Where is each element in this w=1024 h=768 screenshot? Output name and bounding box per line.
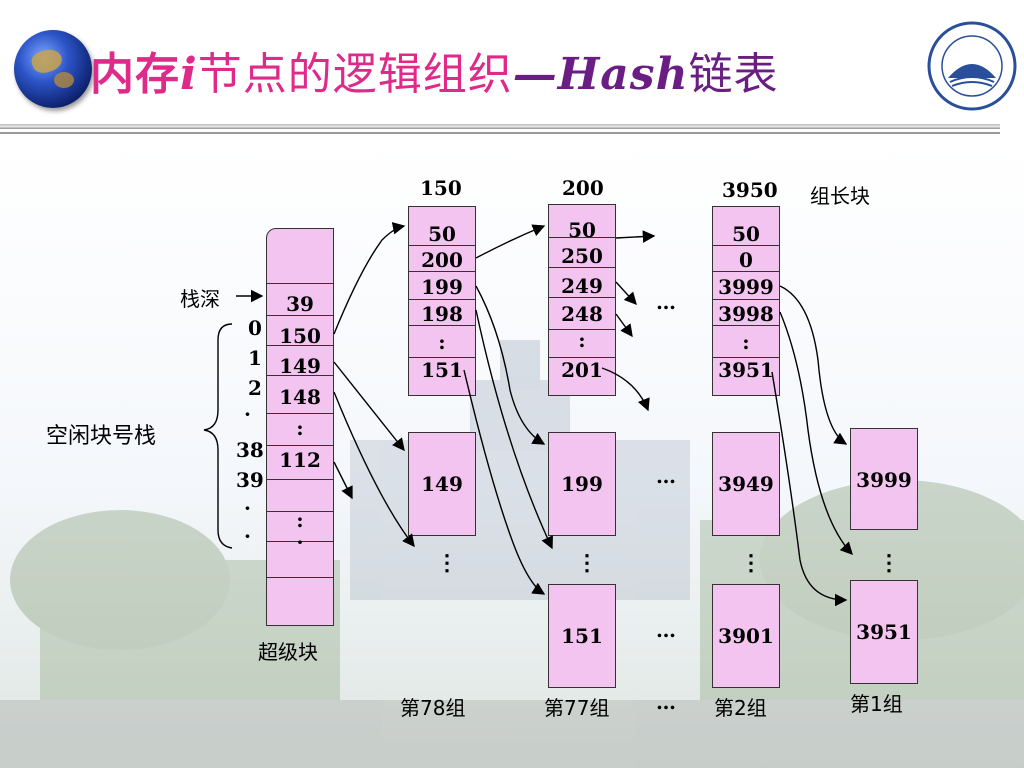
group-header-200: 200 xyxy=(562,176,604,200)
slide-title: 内存i节点的逻辑组织—Hash链表 xyxy=(90,49,779,100)
stack-cell: 149 xyxy=(279,354,321,378)
data-block-value: 151 xyxy=(561,624,603,648)
stack-cell: · xyxy=(296,530,304,554)
data-block-value: 3901 xyxy=(718,624,774,648)
leader-block-3950: 50 0 3999 3998 : 3951 xyxy=(712,206,780,396)
group-label-1: 第1组 xyxy=(850,692,903,716)
leader-cell: 200 xyxy=(421,248,463,272)
stack-index: 1 xyxy=(248,346,262,370)
data-block-value: 3999 xyxy=(856,468,912,492)
leader-cell: : xyxy=(438,330,446,354)
data-block-3951: 3951 xyxy=(850,580,918,684)
stack-index: · xyxy=(244,496,251,520)
data-block-3901: 3901 xyxy=(712,584,780,688)
leader-block-150: 50 200 199 198 : 151 xyxy=(408,206,476,396)
leader-cell: 151 xyxy=(421,358,463,382)
title-divider xyxy=(0,124,1000,129)
group-label-77: 第77组 xyxy=(544,696,610,720)
group-label-2: 第2组 xyxy=(714,696,767,720)
stack-cell: : xyxy=(296,508,304,532)
stack-index: 2 xyxy=(248,376,262,400)
leader-cell: 199 xyxy=(421,275,463,299)
leader-block-200: 50 250 249 248 : 201 xyxy=(548,204,616,396)
free-block-stack-label: 空闲块号栈 xyxy=(46,424,157,449)
globe-icon xyxy=(14,30,92,108)
data-block-value: 199 xyxy=(561,472,603,496)
data-block-value: 3951 xyxy=(856,620,912,644)
group-header-150: 150 xyxy=(420,176,462,200)
leader-cell: 249 xyxy=(561,274,603,298)
vertical-ellipsis: ⋮ xyxy=(740,550,762,576)
ellipsis: … xyxy=(656,618,676,642)
stack-index: 38 xyxy=(236,438,264,462)
leader-cell: 3999 xyxy=(718,275,774,299)
leader-cell: : xyxy=(578,328,586,352)
title-divider-thin xyxy=(0,132,1000,134)
stack-index: · xyxy=(244,524,251,548)
ellipsis: … xyxy=(656,464,676,488)
vertical-ellipsis: ⋮ xyxy=(576,550,598,576)
superblock-label: 超级块 xyxy=(258,640,318,664)
ellipsis: … xyxy=(656,290,676,314)
data-block-151: 151 xyxy=(548,584,616,688)
stack-cell: : xyxy=(296,416,304,440)
leader-cell: 0 xyxy=(739,248,753,272)
vertical-ellipsis: ⋮ xyxy=(878,550,900,576)
data-block-199: 199 xyxy=(548,432,616,536)
superblock-stack: 39 150 149 148 : 112 : · xyxy=(266,228,334,626)
group-header-3950: 3950 xyxy=(722,178,778,202)
data-block-149: 149 xyxy=(408,432,476,536)
leader-cell: 50 xyxy=(568,218,596,242)
group-leader-label: 组长块 xyxy=(810,184,870,208)
ellipsis: … xyxy=(656,690,676,714)
stack-index: 39 xyxy=(236,468,264,492)
stack-cell: 39 xyxy=(286,292,314,316)
stack-index: · xyxy=(244,402,251,426)
stack-cell: 148 xyxy=(279,385,321,409)
leader-cell: 198 xyxy=(421,302,463,326)
data-block-3999: 3999 xyxy=(850,428,918,530)
leader-cell: 201 xyxy=(561,358,603,382)
leader-cell: : xyxy=(742,330,750,354)
leader-cell: 3951 xyxy=(718,358,774,382)
stack-depth-label: 栈深 xyxy=(180,287,220,311)
data-block-value: 149 xyxy=(421,472,463,496)
group-label-78: 第78组 xyxy=(400,696,466,720)
data-block-value: 3949 xyxy=(718,472,774,496)
leader-cell: 250 xyxy=(561,244,603,268)
vertical-ellipsis: ⋮ xyxy=(436,550,458,576)
stack-cell: 112 xyxy=(279,448,321,472)
stack-cell: 150 xyxy=(279,324,321,348)
leader-cell: 248 xyxy=(561,302,603,326)
leader-cell: 3998 xyxy=(718,302,774,326)
stack-index: 0 xyxy=(248,316,262,340)
leader-cell: 50 xyxy=(428,222,456,246)
university-seal-logo xyxy=(927,21,1017,111)
leader-cell: 50 xyxy=(732,222,760,246)
data-block-3949: 3949 xyxy=(712,432,780,536)
